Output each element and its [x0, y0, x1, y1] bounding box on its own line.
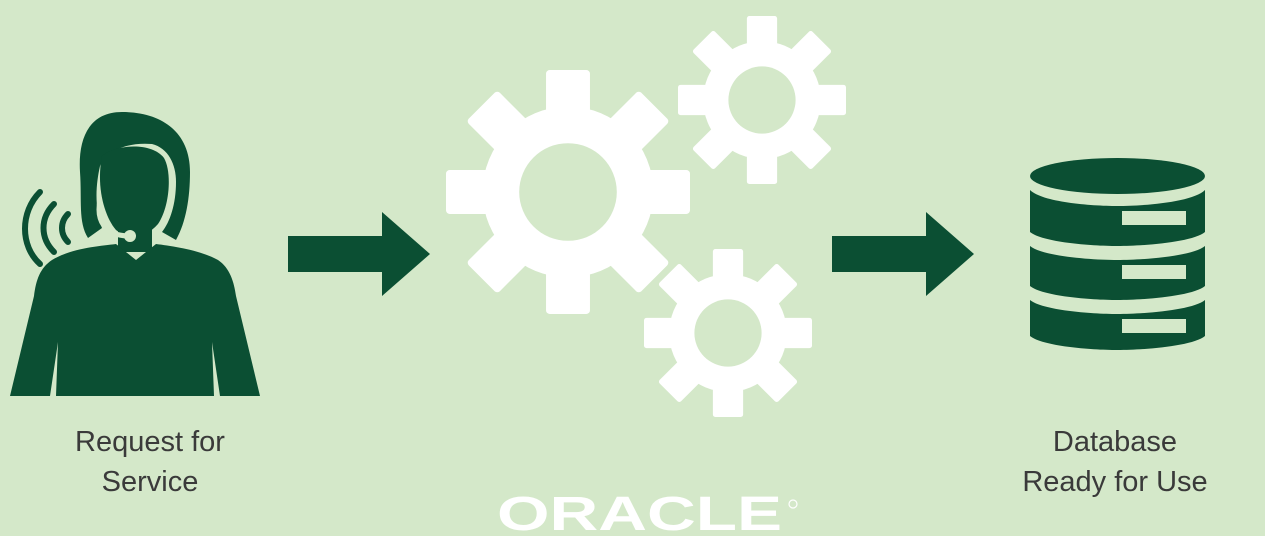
label-line: Database [1052, 426, 1178, 458]
person-headset-icon [10, 112, 260, 396]
label-line: Ready for Use [1022, 466, 1208, 498]
right-arrow-icon [288, 212, 430, 296]
step-request-label: Request for Service [30, 422, 270, 502]
gears-icon [446, 15, 846, 417]
label-line: Request for [75, 426, 225, 458]
right-arrow-icon [832, 212, 974, 296]
label-line: Service [101, 466, 199, 498]
logo-text: ORACLE [497, 488, 782, 536]
step-database-label: Database Ready for Use [990, 422, 1240, 502]
oracle-logo: ORACLE [497, 488, 798, 536]
database-icon [1030, 158, 1205, 350]
